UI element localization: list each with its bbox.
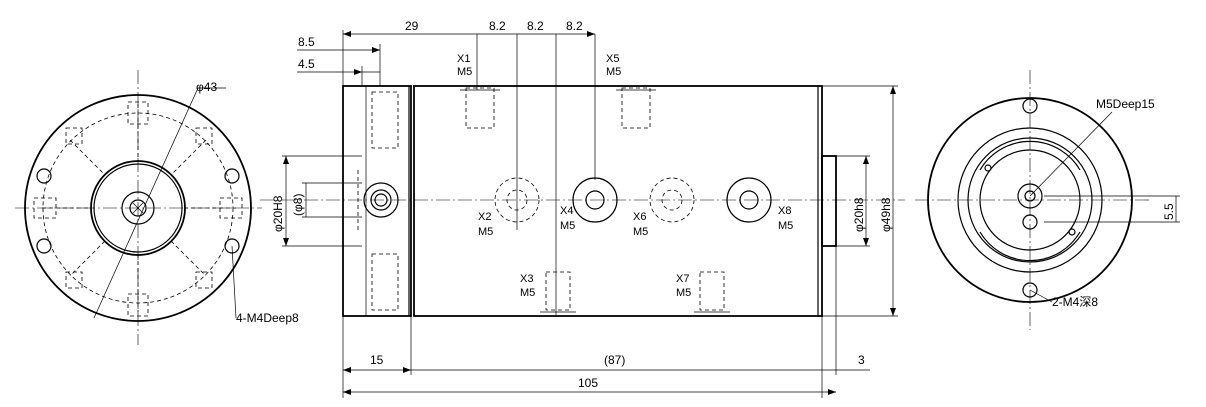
port-x4-label: X4 bbox=[560, 205, 573, 217]
port-x6-thread: M5 bbox=[633, 226, 648, 238]
side-view: 29 8.2 8.2 8.2 8.5 4.5 X1 M5 X5 M5 X2 M5… bbox=[260, 19, 905, 398]
left-end-view: φ43 4-M4Deep8 bbox=[15, 70, 299, 345]
port-x2-label: X2 bbox=[478, 211, 491, 223]
dim-phi20h8-right: φ20h8 bbox=[852, 197, 866, 232]
dim-8-5: 8.5 bbox=[298, 35, 315, 49]
dim-15: 15 bbox=[370, 353, 384, 367]
port-x7-label: X7 bbox=[676, 273, 689, 285]
dim-5-5: 5.5 bbox=[1162, 203, 1176, 220]
port-x5-label: X5 bbox=[606, 53, 619, 65]
port-x8-label: X8 bbox=[778, 205, 791, 217]
phi43-label: φ43 bbox=[196, 80, 217, 94]
port-x5-thread: M5 bbox=[606, 66, 621, 78]
dim-8-2c: 8.2 bbox=[566, 19, 583, 33]
dim-4-5: 4.5 bbox=[298, 57, 315, 71]
port-x4-thread: M5 bbox=[560, 220, 575, 232]
dim-8-2b: 8.2 bbox=[527, 19, 544, 33]
dim-8-2a: 8.2 bbox=[489, 19, 506, 33]
port-x2-thread: M5 bbox=[478, 226, 493, 238]
dim-phi49h8: φ49h8 bbox=[879, 197, 893, 232]
port-x1-thread: M5 bbox=[457, 66, 472, 78]
right-center-note: M5Deep15 bbox=[1096, 97, 1155, 111]
right-end-view: 5.5 M5Deep15 2-M4深8 bbox=[915, 70, 1180, 330]
left-holes-note: 4-M4Deep8 bbox=[236, 311, 299, 325]
port-x3-thread: M5 bbox=[520, 287, 535, 299]
dim-3: 3 bbox=[858, 353, 865, 367]
dim-phi20h8-left: φ20H8 bbox=[271, 195, 285, 232]
dim-87: (87) bbox=[604, 353, 625, 367]
port-x8-thread: M5 bbox=[778, 220, 793, 232]
port-x6-label: X6 bbox=[633, 211, 646, 223]
right-holes-note: 2-M4深8 bbox=[1052, 295, 1098, 309]
port-x7-thread: M5 bbox=[676, 287, 691, 299]
dim-phi8: (φ8) bbox=[291, 194, 305, 216]
port-x3-label: X3 bbox=[520, 273, 533, 285]
port-x1-label: X1 bbox=[457, 53, 470, 65]
dim-29: 29 bbox=[405, 19, 419, 33]
dim-105: 105 bbox=[578, 376, 598, 390]
